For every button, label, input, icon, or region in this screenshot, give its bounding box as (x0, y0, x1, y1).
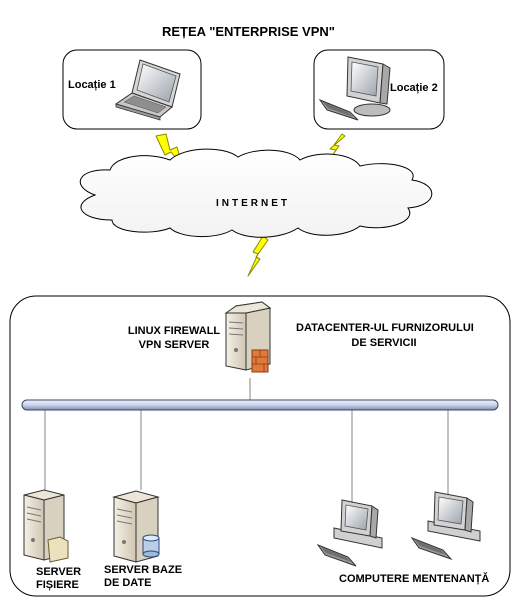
firewall-label: LINUX FIREWALL VPN SERVER (126, 325, 222, 352)
firewall-label-line2: VPN SERVER (138, 339, 210, 351)
database-server-label-line2: DE DATE (104, 577, 152, 589)
file-server-label: SERVER FIȘIERE (36, 566, 81, 592)
database-server-icon (112, 490, 160, 563)
maintenance-computer-icon (410, 491, 481, 561)
network-bus (21, 399, 499, 411)
network-drop-lines (44, 378, 449, 505)
maintenance-computer-icon (316, 499, 383, 567)
location1-label: Locație 1 (68, 79, 116, 91)
datacenter-label-line1: DATACENTER-UL FURNIZORULUI (296, 322, 474, 334)
internet-label: INTERNET (216, 198, 290, 209)
laptop-icon (114, 59, 181, 121)
database-server-label: SERVER BAZE DE DATE (104, 564, 182, 590)
file-server-label-line1: SERVER (36, 566, 82, 578)
cloud-icon (79, 148, 433, 238)
datacenter-label: DATACENTER-UL FURNIZORULUI DE SERVICII (296, 322, 474, 350)
firewall-icon (251, 349, 269, 373)
firewall-label-line1: LINUX FIREWALL (127, 325, 221, 337)
desktop-computer-icon (318, 56, 391, 121)
firewall-server-icon (224, 301, 272, 373)
folder-icon (47, 536, 69, 563)
datacenter-frame (9, 295, 511, 597)
location2-label: Locație 2 (390, 82, 438, 94)
diagram-title: REȚEA "ENTERPRISE VPN" (162, 24, 335, 39)
file-server-label-line2: FIȘIERE (36, 579, 79, 591)
file-server-icon (23, 489, 69, 563)
maintenance-label: COMPUTERE MENTENANȚĂ (339, 573, 490, 585)
database-server-label-line1: SERVER BAZE (104, 564, 183, 576)
database-icon (142, 534, 160, 558)
datacenter-label-line2: DE SERVICII (351, 337, 417, 349)
lightning-icon-datacenter (247, 235, 269, 277)
